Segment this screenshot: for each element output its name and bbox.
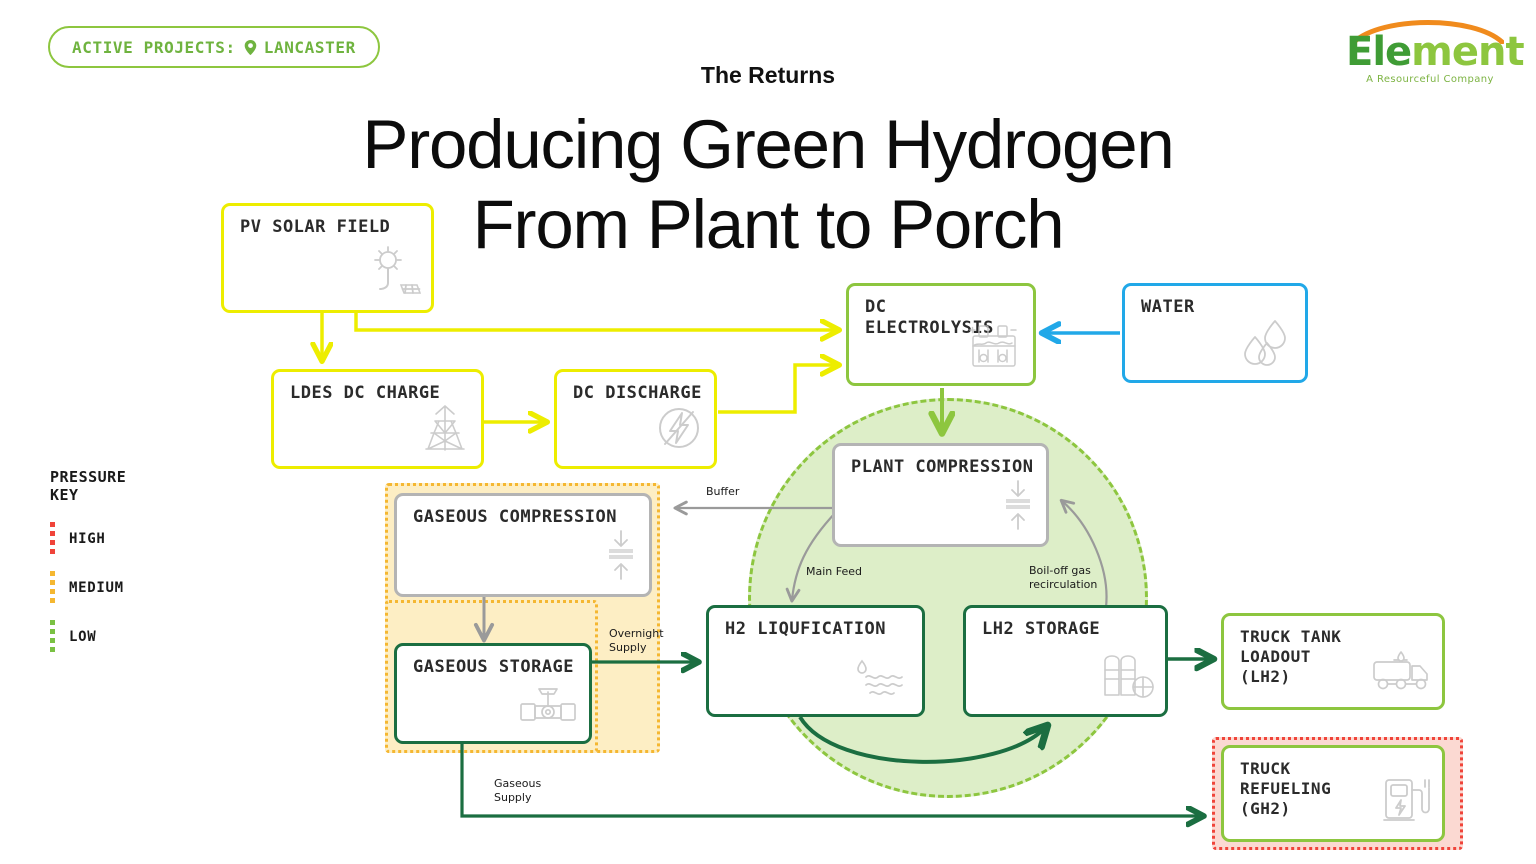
node-h2-liqufication[interactable]: H2 LIQUFICATION	[706, 605, 925, 717]
water-droplets-icon	[1237, 317, 1295, 372]
edge-label-main-feed: Main Feed	[806, 565, 862, 578]
edge-solar-to-electrolysis	[354, 311, 838, 330]
power-tower-icon	[419, 403, 471, 458]
node-title-gaseous-storage: GASEOUS STORAGE	[413, 657, 575, 677]
pressure-label-medium: MEDIUM	[69, 580, 124, 596]
node-truck-tank-loadout[interactable]: TRUCK TANK LOADOUT (LH2)	[1221, 613, 1445, 710]
solar-panel-icon	[363, 245, 422, 302]
logo-arc-icon	[1352, 20, 1504, 44]
node-title-water: WATER	[1141, 297, 1195, 317]
logo-word-right: ment	[1411, 29, 1524, 75]
compression-icon	[1000, 479, 1036, 536]
node-title-truck-tank-loadout: TRUCK TANK LOADOUT (LH2)	[1240, 627, 1342, 686]
eyebrow-text: The Returns	[700, 62, 836, 88]
logo-word-left: Ele	[1346, 29, 1412, 75]
node-dc-electrolysis[interactable]: DC ELECTROLYSIS	[846, 283, 1036, 386]
node-water[interactable]: WATER	[1122, 283, 1308, 383]
active-projects-badge[interactable]: ACTIVE PROJECTS: LANCASTER	[48, 26, 380, 68]
pressure-dash-high	[50, 522, 55, 556]
pressure-dash-low	[50, 620, 55, 654]
liquid-waves-icon	[852, 657, 912, 706]
page-title: Producing Green Hydrogen From Plant to P…	[0, 105, 1536, 265]
pressure-label-low: LOW	[69, 629, 97, 645]
node-title-plant-compression: PLANT COMPRESSION	[851, 457, 1034, 477]
edge-label-overnight-supply: Overnight Supply	[609, 627, 664, 654]
pressure-key-item-high: HIGH	[50, 522, 106, 556]
element-logo: Element A Resourceful Company	[1342, 16, 1525, 85]
pressure-dash-medium	[50, 571, 55, 605]
node-ldes-dc-charge[interactable]: LDES DC CHARGE	[271, 369, 484, 469]
node-title-h2-liqufication: H2 LIQUFICATION	[725, 619, 887, 639]
pressure-key-item-low: LOW	[50, 620, 96, 654]
active-projects-label: ACTIVE PROJECTS:	[72, 37, 236, 57]
node-plant-compression[interactable]: PLANT COMPRESSION	[832, 443, 1049, 547]
edge-label-boil-off: Boil-off gas recirculation	[1029, 564, 1098, 591]
node-title-pv-solar-field: PV SOLAR FIELD	[240, 217, 391, 237]
node-pv-solar-field[interactable]: PV SOLAR FIELD	[221, 203, 434, 313]
tanker-truck-icon	[1368, 646, 1432, 699]
node-dc-discharge[interactable]: DC DISCHARGE	[554, 369, 717, 469]
pressure-label-high: HIGH	[69, 531, 106, 547]
logo-wordmark: Element	[1346, 29, 1525, 75]
node-title-gaseous-compression: GASEOUS COMPRESSION	[413, 507, 617, 527]
node-title-ldes-dc-charge: LDES DC CHARGE	[290, 383, 441, 403]
pressure-key-title-line-1: PRESSURE	[50, 468, 127, 486]
node-gaseous-compression[interactable]: GASEOUS COMPRESSION	[394, 493, 652, 597]
edge-label-gaseous-supply: Gaseous Supply	[494, 777, 542, 804]
page-title-line-1: Producing Green Hydrogen	[362, 106, 1174, 183]
pressure-key-item-medium: MEDIUM	[50, 571, 124, 605]
node-truck-refueling[interactable]: TRUCK REFUELING (GH2)	[1221, 745, 1445, 842]
node-title-lh2-storage: LH2 STORAGE	[982, 619, 1101, 639]
pressure-key-title-line-2: KEY	[50, 485, 79, 504]
page-title-line-2: From Plant to Porch	[472, 186, 1065, 264]
logo-tagline: A Resourceful Company	[1366, 74, 1494, 85]
active-projects-location: LANCASTER	[263, 37, 356, 57]
edge-discharge-to-electrolysis	[718, 365, 838, 414]
node-title-dc-discharge: DC DISCHARGE	[573, 383, 702, 403]
edge-label-buffer: Buffer	[706, 485, 740, 498]
location-pin-icon	[244, 39, 257, 55]
storage-tanks-icon	[1099, 649, 1155, 706]
fuel-pump-icon	[1380, 774, 1432, 831]
node-title-dc-electrolysis: DC ELECTROLYSIS	[865, 297, 994, 339]
node-gaseous-storage[interactable]: GASEOUS STORAGE	[394, 643, 592, 744]
node-lh2-storage[interactable]: LH2 STORAGE	[963, 605, 1168, 717]
lightning-circle-icon	[654, 403, 704, 458]
compression-icon	[603, 529, 639, 586]
node-title-truck-refueling: TRUCK REFUELING (GH2)	[1240, 759, 1332, 818]
valve-icon	[517, 682, 579, 733]
pressure-key-title: PRESSURE KEY	[50, 468, 127, 504]
electrolyzer-icon	[965, 322, 1023, 375]
